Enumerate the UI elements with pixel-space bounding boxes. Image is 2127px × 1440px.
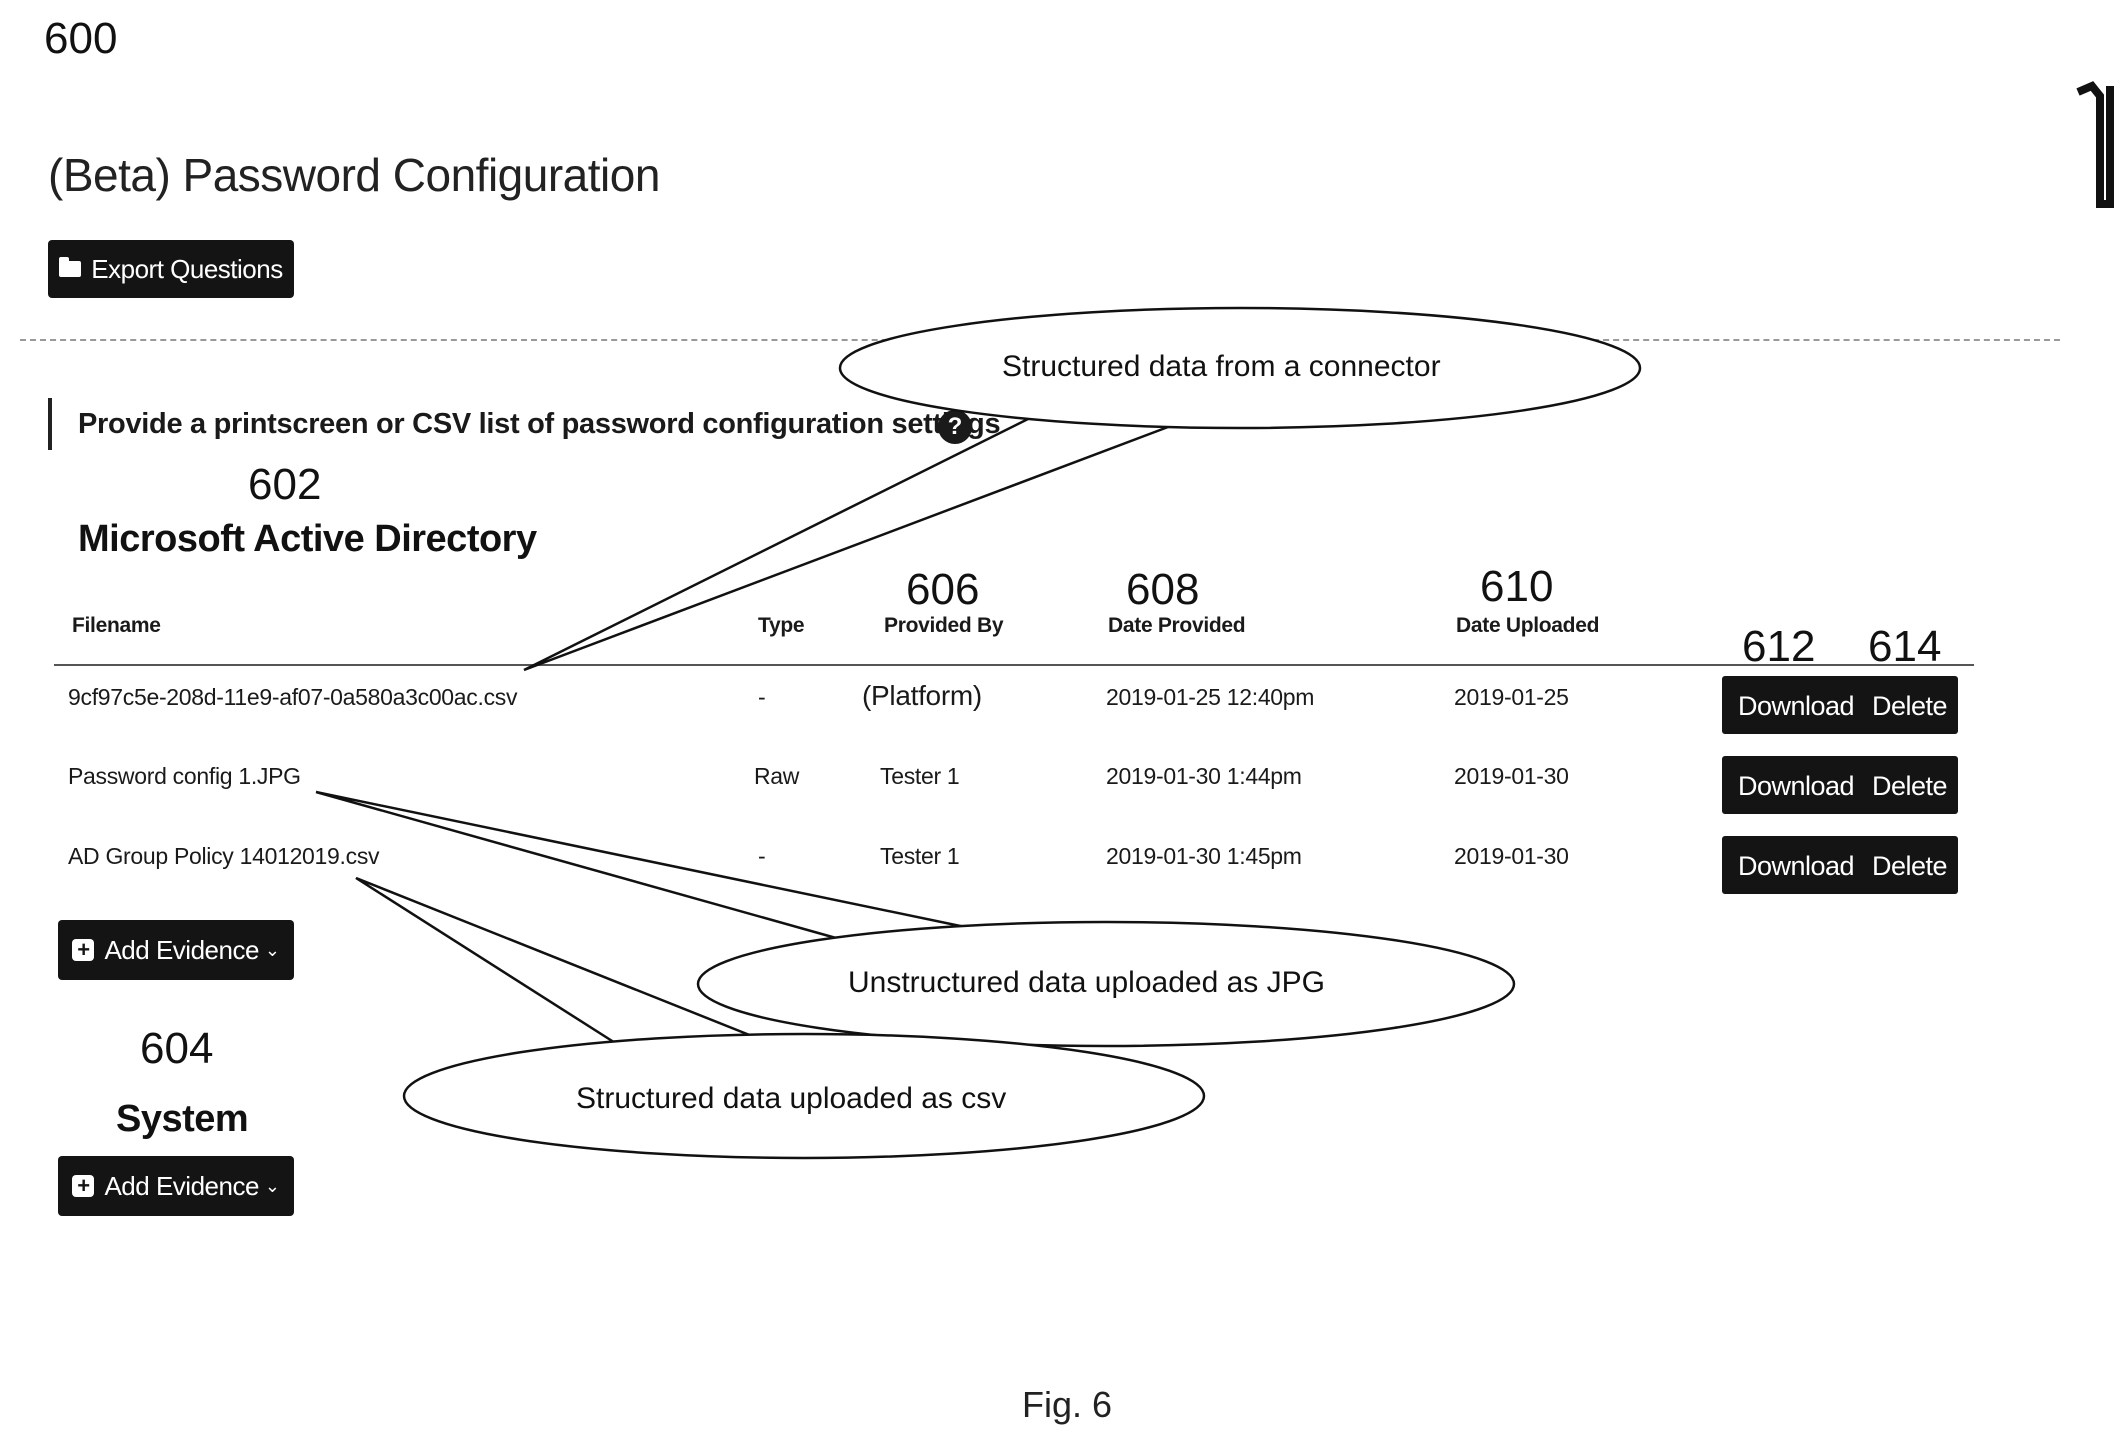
date-provided-cell: 2019-01-30 1:44pm <box>1106 763 1302 790</box>
callout-connector-text: Structured data from a connector <box>1002 350 1441 384</box>
column-header-filename: Filename <box>72 614 161 638</box>
date-uploaded-cell: 2019-01-30 <box>1454 843 1569 870</box>
ref-606: 606 <box>906 565 979 615</box>
export-questions-button[interactable]: Export Questions <box>48 240 294 298</box>
callout-csv-text: Structured data uploaded as csv <box>576 1082 1006 1116</box>
chevron-down-icon: ⌄ <box>265 940 280 961</box>
date-provided-cell: 2019-01-30 1:45pm <box>1106 843 1302 870</box>
ref-608: 608 <box>1126 565 1199 615</box>
callout-jpg-text: Unstructured data uploaded as JPG <box>848 966 1325 1000</box>
date-provided-cell: 2019-01-25 12:40pm <box>1106 684 1314 711</box>
figure-ref-600: 600 <box>44 14 117 64</box>
page-title: (Beta) Password Configuration <box>48 148 660 202</box>
question-accent-bar <box>48 398 52 450</box>
column-header-provided-by: Provided By <box>884 614 1003 638</box>
folder-icon <box>59 261 81 277</box>
row-action-buttons: Download Delete <box>1722 676 1958 734</box>
ref-604: 604 <box>140 1024 213 1074</box>
callout-jpg <box>316 792 1514 1046</box>
column-header-date-provided: Date Provided <box>1108 614 1245 638</box>
section-title-system: System <box>116 1098 248 1141</box>
column-header-type: Type <box>758 614 804 638</box>
section-title-active-directory: Microsoft Active Directory <box>78 518 537 561</box>
type-cell: - <box>758 843 765 870</box>
row-action-buttons: Download Delete <box>1722 756 1958 814</box>
delete-button[interactable]: Delete <box>1872 851 1947 882</box>
delete-button[interactable]: Delete <box>1872 691 1947 722</box>
ref-602: 602 <box>248 460 321 510</box>
column-header-date-uploaded: Date Uploaded <box>1456 614 1599 638</box>
download-button[interactable]: Download <box>1738 771 1854 802</box>
date-uploaded-cell: 2019-01-30 <box>1454 763 1569 790</box>
plus-icon: + <box>72 1175 94 1197</box>
filename-cell: Password config 1.JPG <box>68 763 301 790</box>
delete-button[interactable]: Delete <box>1872 771 1947 802</box>
plus-icon: + <box>72 939 94 961</box>
add-evidence-label: Add Evidence <box>104 935 258 966</box>
question-text: Provide a printscreen or CSV list of pas… <box>78 408 1000 441</box>
provided-by-cell: Tester 1 <box>880 763 959 790</box>
table-header-divider <box>54 664 1974 666</box>
row-action-buttons: Download Delete <box>1722 836 1958 894</box>
export-questions-label: Export Questions <box>91 254 282 285</box>
filename-cell: 9cf97c5e-208d-11e9-af07-0a580a3c00ac.csv <box>68 684 517 711</box>
ref-610: 610 <box>1480 562 1553 612</box>
date-uploaded-cell: 2019-01-25 <box>1454 684 1569 711</box>
provided-by-cell: Tester 1 <box>880 843 959 870</box>
chevron-down-icon: ⌄ <box>265 1176 280 1197</box>
provided-by-cell: (Platform) <box>862 680 982 712</box>
divider <box>20 339 2060 341</box>
download-button[interactable]: Download <box>1738 851 1854 882</box>
figure-caption: Fig. 6 <box>1022 1384 1112 1426</box>
help-icon[interactable]: ? <box>938 410 972 444</box>
add-evidence-label: Add Evidence <box>104 1171 258 1202</box>
callout-csv <box>356 878 1204 1158</box>
type-cell: - <box>758 684 765 711</box>
add-evidence-button[interactable]: + Add Evidence ⌄ <box>58 920 294 980</box>
download-button[interactable]: Download <box>1738 691 1854 722</box>
add-evidence-button[interactable]: + Add Evidence ⌄ <box>58 1156 294 1216</box>
type-cell: Raw <box>754 763 799 790</box>
filename-cell: AD Group Policy 14012019.csv <box>68 843 379 870</box>
